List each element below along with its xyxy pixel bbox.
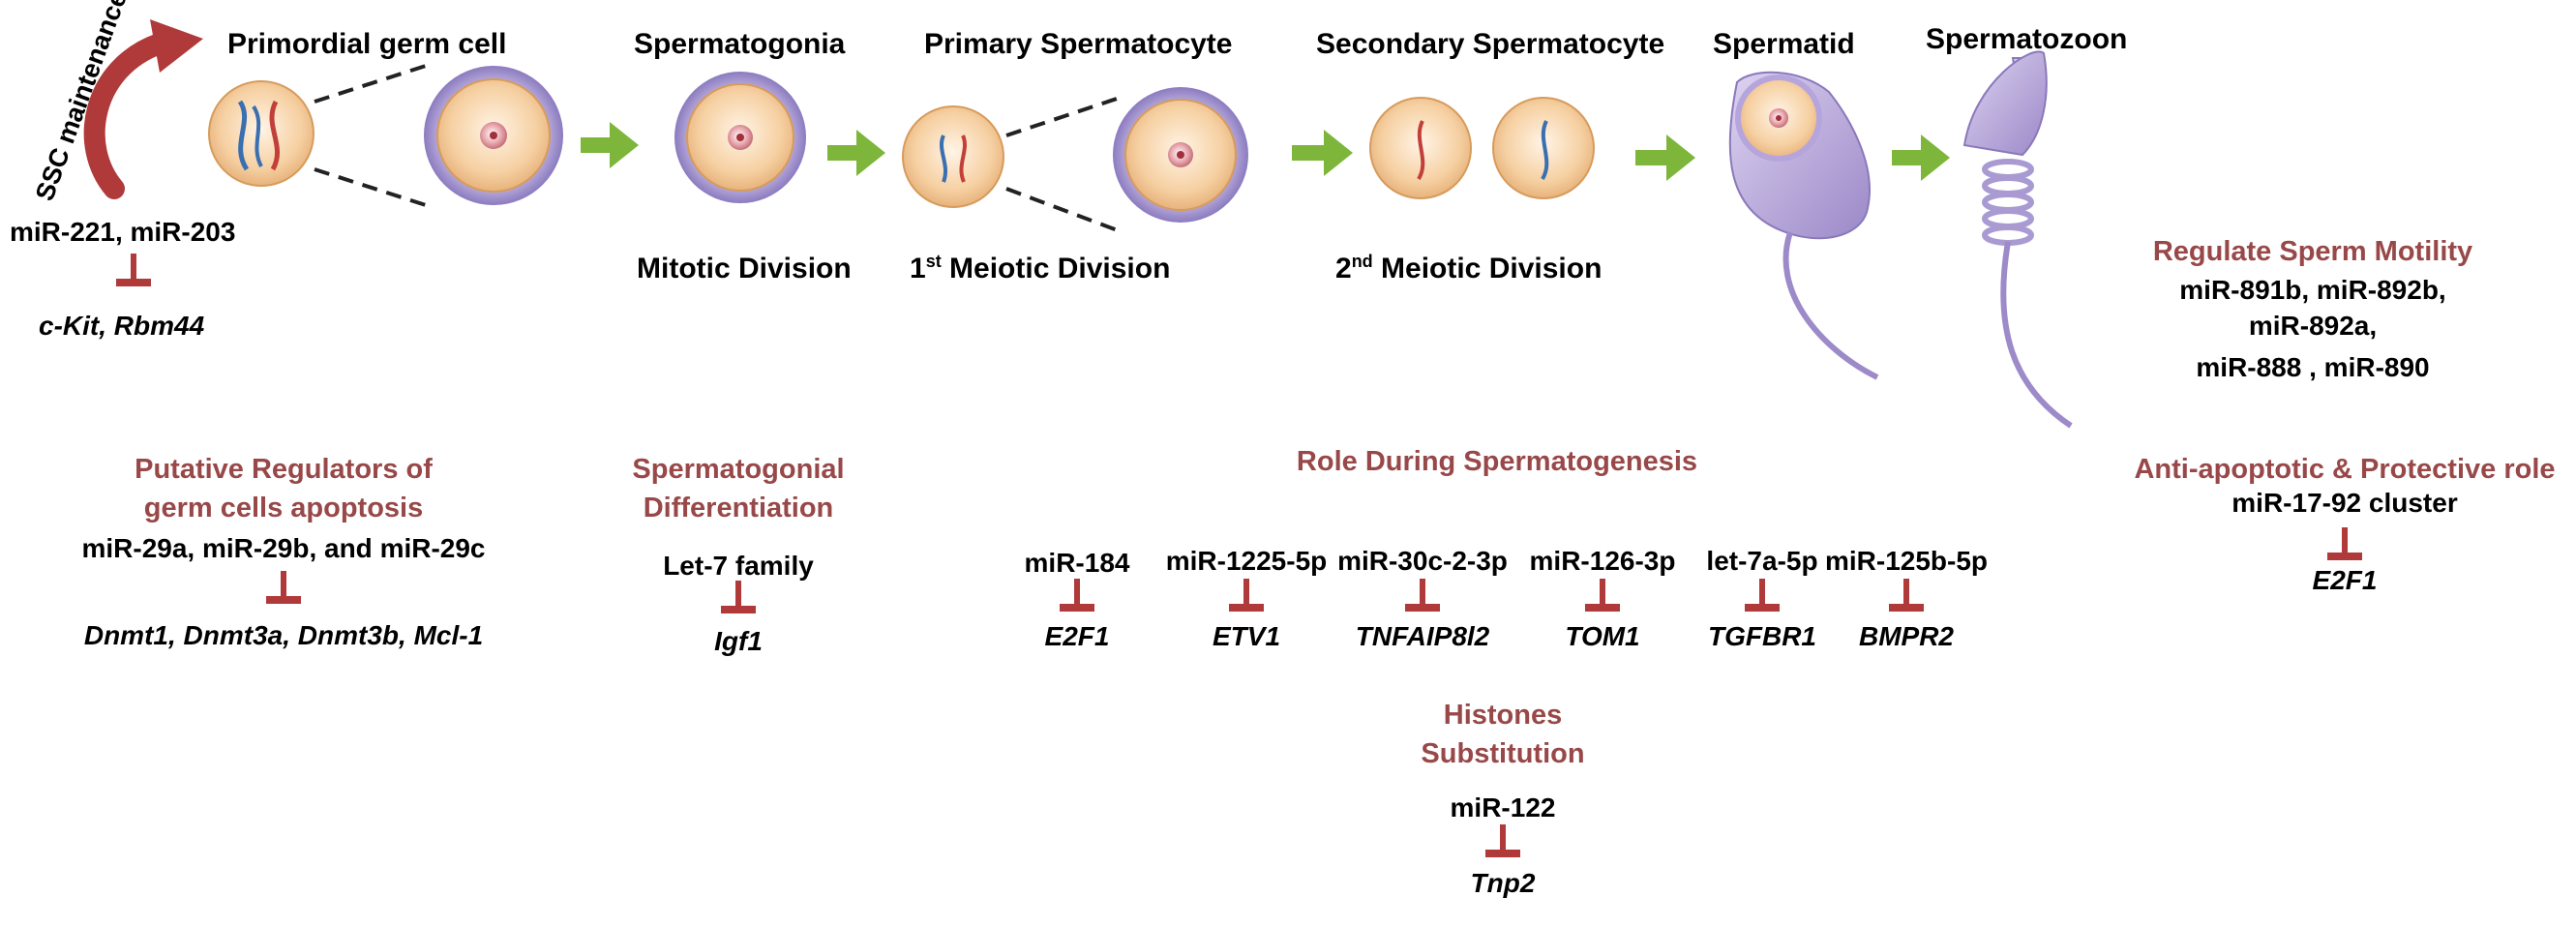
inhibition-symbols (116, 254, 2362, 857)
green-arrow-1 (581, 122, 639, 168)
histones-mirna: miR-122 (1450, 792, 1556, 822)
differentiation-target: Igf1 (714, 626, 763, 656)
first-meiotic-division-label: 1st Meiotic Division (910, 252, 1171, 284)
apoptosis-targets: Dnmt1, Dnmt3a, Dnmt3b, Mcl-1 (83, 620, 484, 650)
stage-primary-spermatocyte: Primary Spermatocyte (924, 28, 1233, 60)
differentiation-heading-line1: Spermatogonial (632, 454, 845, 485)
role-mirna-6: miR-125b-5p (1824, 546, 1989, 576)
apoptosis-mirnas: miR-29a, miR-29b, and miR-29c (81, 533, 486, 563)
histones-target: Tnp2 (1470, 868, 1536, 898)
differentiation-mirna: Let-7 family (663, 551, 814, 581)
role-heading: Role During Spermatogenesis (1296, 446, 1698, 477)
ssc-targets: c-Kit, Rbm44 (39, 311, 205, 341)
zoom-line-bottom-2 (1005, 187, 1123, 234)
ssc-arrowhead (150, 19, 203, 73)
chromosome-blue (237, 100, 250, 171)
apoptosis-heading-line1: Putative Regulators of (135, 454, 433, 485)
green-arrow-4 (1635, 135, 1695, 181)
primary-small-cell (902, 105, 1004, 208)
spermatozoon-midpiece (1982, 159, 2034, 246)
antiapoptotic-heading: Anti-apoptotic & Protective role (2134, 454, 2556, 485)
role-mirna-4: miR-126-3p (1529, 546, 1676, 576)
apoptosis-heading-line2: germ cells apoptosis (143, 493, 424, 523)
green-arrow-5 (1892, 135, 1950, 181)
chromosome-red (269, 100, 280, 171)
ssc-mirnas: miR-221, miR-203 (10, 217, 236, 247)
primordial-cell (208, 80, 315, 187)
stage-spermatid: Spermatid (1713, 28, 1855, 60)
spermatid-tail (1782, 231, 1879, 380)
green-arrow-3 (1292, 130, 1353, 176)
stage-spermatogonia: Spermatogonia (634, 28, 846, 60)
role-target-6: BMPR2 (1858, 621, 1955, 651)
motility-mirnas-line1: miR-891b, miR-892b, (2179, 275, 2446, 305)
histones-heading-line1: Histones (1443, 700, 1563, 731)
spermatozoon-tail (2000, 241, 2073, 429)
green-arrow-2 (827, 130, 885, 176)
ssc-curved-arrow (83, 33, 170, 199)
role-target-4: TOM1 (1565, 621, 1640, 651)
role-mirna-3: miR-30c-2-3p (1337, 546, 1508, 576)
role-mirna-1: miR-184 (1024, 548, 1130, 578)
role-mirna-5: let-7a-5p (1706, 546, 1818, 576)
chromosome-blue-2 (252, 105, 263, 167)
role-target-2: ETV1 (1212, 621, 1281, 651)
stage-secondary-spermatocyte: Secondary Spermatocyte (1316, 28, 1665, 60)
mitotic-division-label: Mitotic Division (637, 253, 852, 284)
role-target-1: E2F1 (1044, 621, 1110, 651)
motility-heading: Regulate Sperm Motility (2152, 236, 2473, 267)
stage-primordial-germ-cell: Primordial germ cell (227, 28, 507, 60)
zoom-line-top (314, 64, 427, 104)
zoom-line-bottom (314, 167, 427, 207)
antiapoptotic-mirna: miR-17-92 cluster (2232, 488, 2458, 518)
role-mirna-2: miR-1225-5p (1165, 546, 1328, 576)
zoom-line-top-2 (1005, 95, 1123, 137)
motility-mirnas-line2: miR-892a, (2248, 311, 2378, 341)
motility-mirnas-line3: miR-888 , miR-890 (2196, 352, 2430, 382)
role-target-3: TNFAIP8l2 (1355, 621, 1490, 651)
stage-spermatozoon: Spermatozoon (1926, 23, 2128, 55)
differentiation-heading-line2: Differentiation (643, 493, 834, 523)
second-meiotic-division-label: 2nd Meiotic Division (1335, 252, 1603, 284)
histones-heading-line2: Substitution (1421, 738, 1585, 769)
antiapoptotic-target: E2F1 (2312, 565, 2378, 595)
role-target-5: TGFBR1 (1708, 621, 1816, 651)
